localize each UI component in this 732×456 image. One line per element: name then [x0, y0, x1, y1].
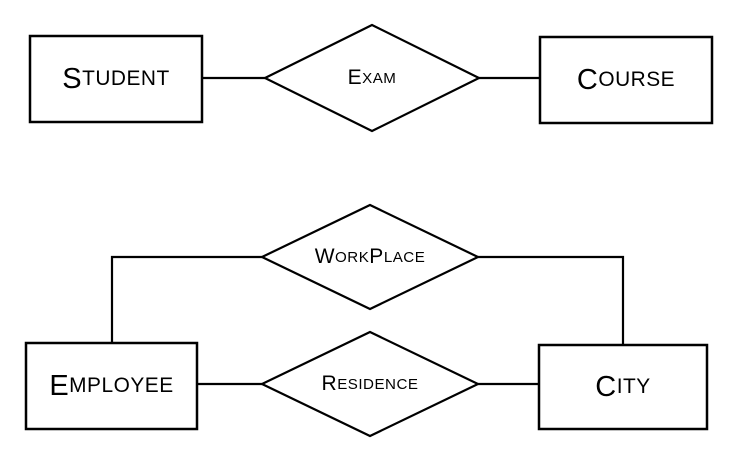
entity-box-city	[537, 343, 709, 431]
connector-employee-workplace	[110, 255, 262, 343]
entity-box-course	[538, 35, 714, 125]
connector-workplace-city	[478, 255, 625, 345]
entity-box-employee	[24, 341, 199, 431]
entity-box-student	[28, 34, 204, 124]
relationship-diamond-exam	[262, 23, 482, 133]
relationship-diamond-residence	[259, 330, 481, 438]
relationship-diamond-workplace	[259, 203, 481, 311]
